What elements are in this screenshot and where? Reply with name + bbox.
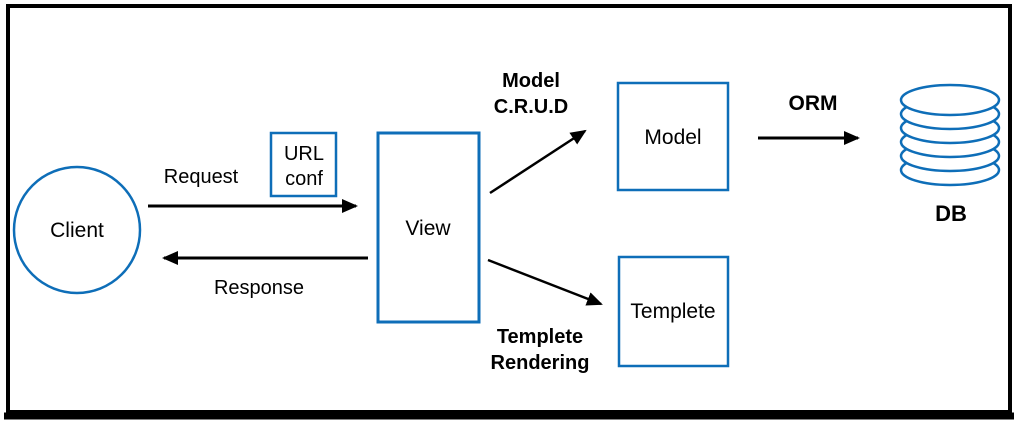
orm-label: ORM [789,92,838,115]
view-label: View [405,217,451,240]
view-node [376,131,481,324]
response-label: Response [214,277,304,299]
request-label: Request [164,166,239,188]
templete-rendering-label-line1: Templete [497,326,583,348]
model-crud-label-line1: Model [502,70,560,92]
client-label: Client [50,219,104,242]
client-node [12,165,142,295]
url-conf-label-line2: conf [285,168,323,190]
templete-rendering-label-line2: Rendering [491,352,590,374]
outer-frame [6,4,1012,414]
model-label: Model [644,126,701,149]
model-node [616,81,730,192]
view-to-model-arrow [489,129,587,195]
model-crud-label-line2: C.R.U.D [494,96,568,118]
url-conf-label-line1: URL [284,143,324,165]
url-conf-node [269,131,338,198]
database-icon [899,83,1001,187]
view-to-templete-arrow [487,258,603,306]
templete-node [617,255,730,368]
templete-label: Templete [630,300,715,323]
db-label: DB [935,201,967,226]
